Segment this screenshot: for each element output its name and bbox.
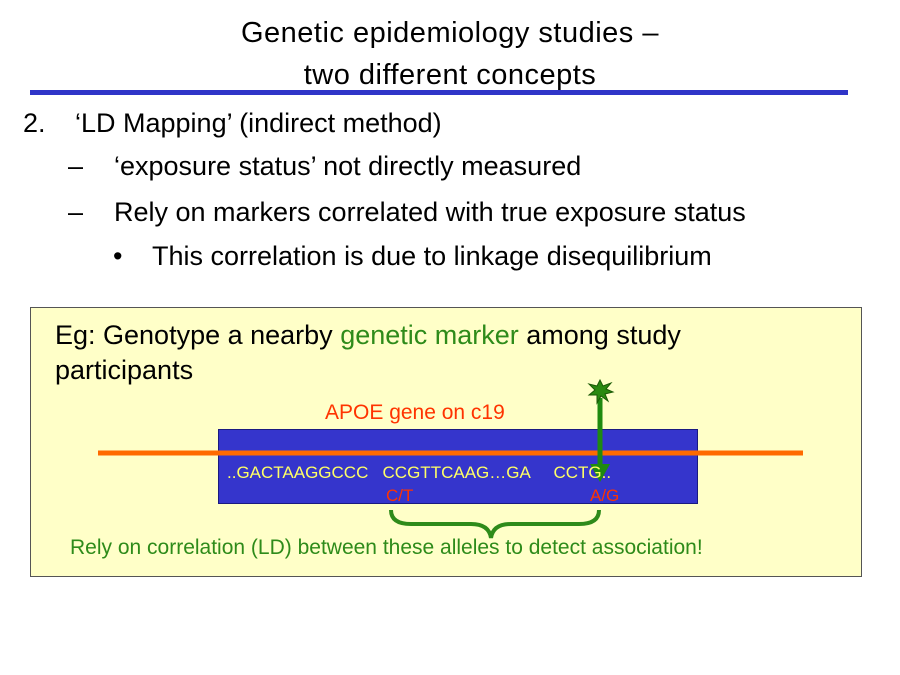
sub-item-text: ‘exposure status’ not directly measured bbox=[114, 151, 582, 181]
conclusion-text: Rely on correlation (LD) between these a… bbox=[70, 536, 703, 559]
bullet-text: This correlation is due to linkage diseq… bbox=[152, 241, 712, 271]
dash-marker: – bbox=[68, 197, 84, 227]
allele-c-t: C/T bbox=[386, 486, 414, 505]
bullet-item-correlation: • This correlation is due to linkage dise… bbox=[113, 241, 712, 272]
item-text: ‘LD Mapping’ (indirect method) bbox=[75, 108, 442, 138]
sub-item-markers: –Rely on markers correlated with true ex… bbox=[68, 197, 746, 228]
title-underline bbox=[30, 90, 848, 95]
curly-brace-icon bbox=[389, 509, 601, 539]
sub-item-exposure: –‘exposure status’ not directly measured bbox=[68, 151, 581, 182]
dash-marker: – bbox=[68, 151, 84, 181]
dna-sequence: ..GACTAAGGCCC CCGTTCAAG…GA CCTG.. bbox=[227, 463, 612, 482]
item-number: 2. bbox=[23, 108, 46, 138]
example-text: Eg: Genotype a nearby genetic marker amo… bbox=[55, 318, 815, 388]
star-burst-icon bbox=[587, 378, 615, 405]
slide-title: Genetic epidemiology studies – two diffe… bbox=[0, 12, 900, 96]
title-line-2: two different concepts bbox=[303, 59, 597, 91]
example-box: Eg: Genotype a nearby genetic marker amo… bbox=[30, 307, 862, 577]
title-line-1: Genetic epidemiology studies – bbox=[240, 17, 659, 49]
allele-a-g: A/G bbox=[590, 486, 620, 505]
diagram-overlay bbox=[98, 378, 803, 539]
outline-item-2: 2. ‘LD Mapping’ (indirect method) bbox=[23, 108, 442, 139]
down-arrow-icon bbox=[590, 464, 610, 482]
sub-item-text: Rely on markers correlated with true exp… bbox=[114, 197, 746, 227]
gene-label: APOE gene on c19 bbox=[325, 401, 505, 424]
bullet-marker: • bbox=[113, 241, 123, 271]
sequence-box bbox=[218, 429, 698, 504]
example-suffix: among study participants bbox=[55, 320, 681, 385]
genetic-marker-highlight: genetic marker bbox=[340, 320, 519, 350]
example-prefix: Eg: Genotype a nearby bbox=[55, 320, 341, 350]
